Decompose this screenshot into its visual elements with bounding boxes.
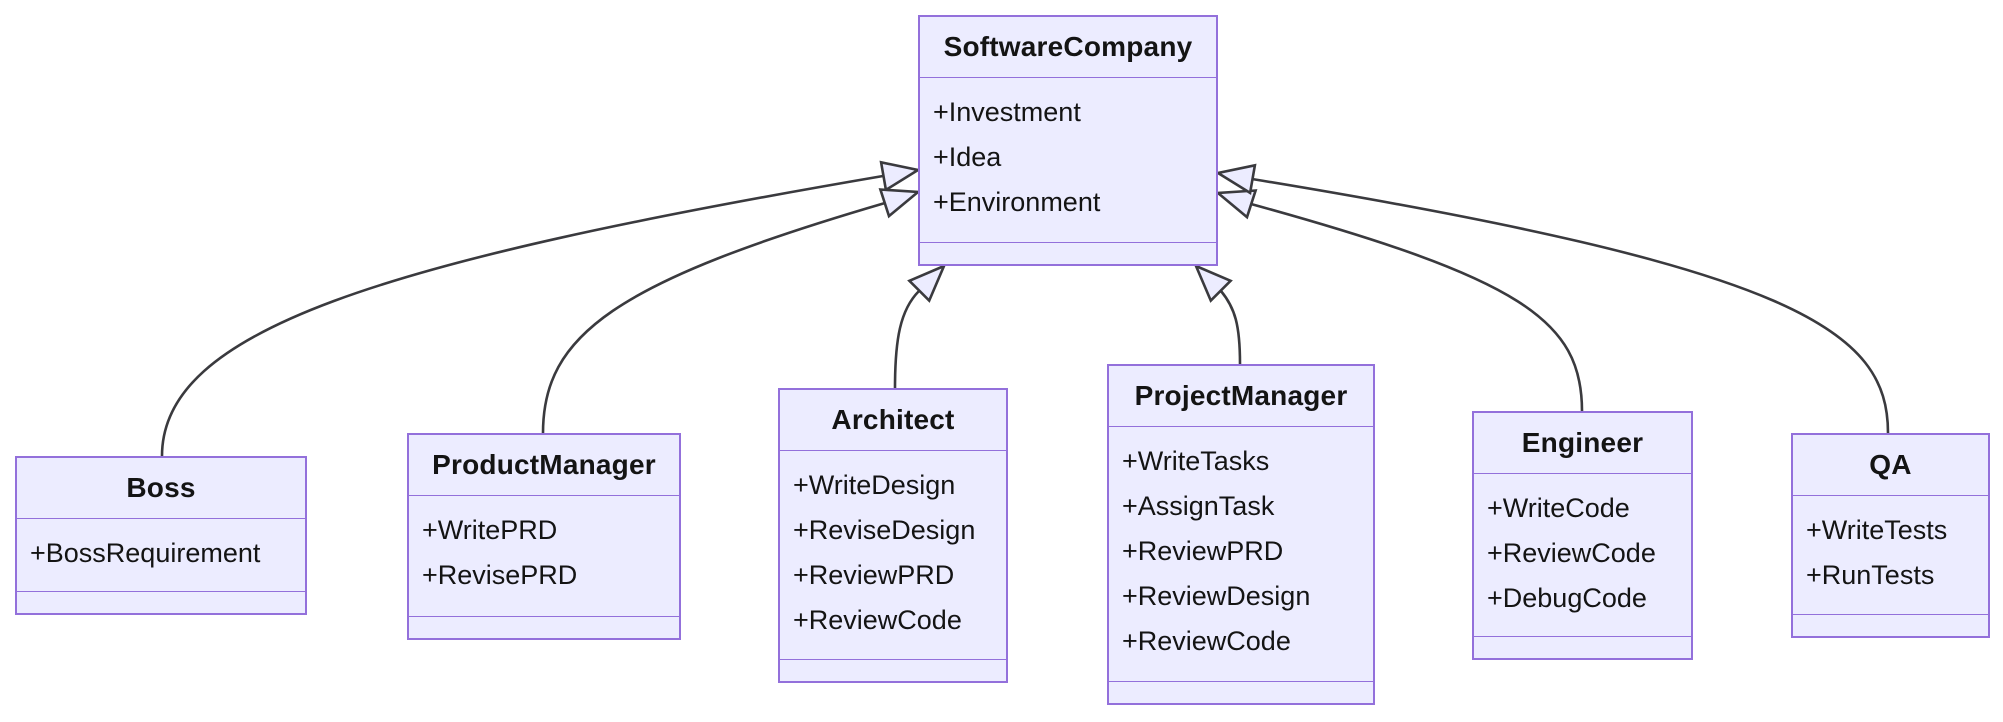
class-title: Architect xyxy=(780,390,1006,451)
class-member: +ReviseDesign xyxy=(793,515,976,545)
class-members-section: +WriteDesign +ReviseDesign +ReviewPRD +R… xyxy=(780,451,1006,659)
inheritance-edge-architect xyxy=(893,290,920,389)
class-methods-section xyxy=(17,591,305,613)
class-title: Boss xyxy=(17,458,305,519)
inheritance-edge-engineer xyxy=(1250,202,1584,412)
class-member: +WriteCode xyxy=(1487,493,1630,523)
class-node-projectmanager: ProjectManager +WriteTasks +AssignTask +… xyxy=(1107,364,1375,705)
class-node-productmanager: ProductManager +WritePRD +RevisePRD xyxy=(407,433,681,640)
class-member: +BossRequirement xyxy=(30,538,261,568)
class-member: +WritePRD xyxy=(422,515,558,545)
inheritance-edge-boss xyxy=(160,174,884,457)
class-member: +ReviewPRD xyxy=(1122,536,1284,566)
class-member: +Idea xyxy=(933,142,1002,172)
class-member: +ReviewCode xyxy=(1122,626,1291,656)
class-title: ProductManager xyxy=(409,435,679,496)
class-node-architect: Architect +WriteDesign +ReviseDesign +Re… xyxy=(778,388,1008,683)
class-members-section: +WriteTasks +AssignTask +ReviewPRD +Revi… xyxy=(1109,427,1373,681)
class-node-boss: Boss +BossRequirement xyxy=(15,456,307,615)
inheritance-arrowhead-engineer-icon xyxy=(1214,189,1258,220)
class-member: +WriteTests xyxy=(1806,515,1948,545)
class-methods-section xyxy=(409,616,679,638)
class-member: +WriteTasks xyxy=(1122,446,1270,476)
inheritance-edge-qa xyxy=(1251,177,1890,434)
class-methods-section xyxy=(780,659,1006,681)
class-members-section: +Investment +Idea +Environment xyxy=(920,78,1216,242)
class-member: +ReviewDesign xyxy=(1122,581,1311,611)
class-member: +WriteDesign xyxy=(793,470,956,500)
class-title: SoftwareCompany xyxy=(920,17,1216,78)
class-members-section: +WriteCode +ReviewCode +DebugCode xyxy=(1474,474,1691,636)
class-node-qa: QA +WriteTests +RunTests xyxy=(1791,433,1990,638)
inheritance-edge-projectmanager xyxy=(1219,290,1242,365)
class-methods-section xyxy=(1793,614,1988,636)
class-methods-section xyxy=(1109,681,1373,703)
class-members-section: +WriteTests +RunTests xyxy=(1793,496,1988,614)
class-methods-section xyxy=(920,242,1216,264)
inheritance-arrowhead-projectmanager-icon xyxy=(1193,263,1233,303)
class-member: +ReviewPRD xyxy=(793,560,955,590)
class-title: ProjectManager xyxy=(1109,366,1373,427)
class-title: QA xyxy=(1793,435,1988,496)
inheritance-arrowhead-boss-icon xyxy=(879,160,922,193)
class-title: Engineer xyxy=(1474,413,1691,474)
inheritance-arrowhead-architect-icon xyxy=(907,263,947,303)
class-members-section: +BossRequirement xyxy=(17,519,305,591)
class-member: +AssignTask xyxy=(1122,491,1275,521)
class-members-section: +WritePRD +RevisePRD xyxy=(409,496,679,616)
class-node-engineer: Engineer +WriteCode +ReviewCode +DebugCo… xyxy=(1472,411,1693,660)
class-member: +RunTests xyxy=(1806,560,1935,590)
class-methods-section xyxy=(1474,636,1691,658)
class-member: +Investment xyxy=(933,97,1081,127)
inheritance-edge-productmanager xyxy=(541,201,886,434)
class-member: +ReviewCode xyxy=(793,605,962,635)
class-member: +Environment xyxy=(933,187,1101,217)
class-node-softwarecompany: SoftwareCompany +Investment +Idea +Envir… xyxy=(918,15,1218,266)
inheritance-arrowhead-qa-icon xyxy=(1214,163,1257,196)
class-member: +RevisePRD xyxy=(422,560,578,590)
class-member: +ReviewCode xyxy=(1487,538,1656,568)
class-member: +DebugCode xyxy=(1487,583,1647,613)
inheritance-arrowhead-productmanager-icon xyxy=(878,188,922,219)
